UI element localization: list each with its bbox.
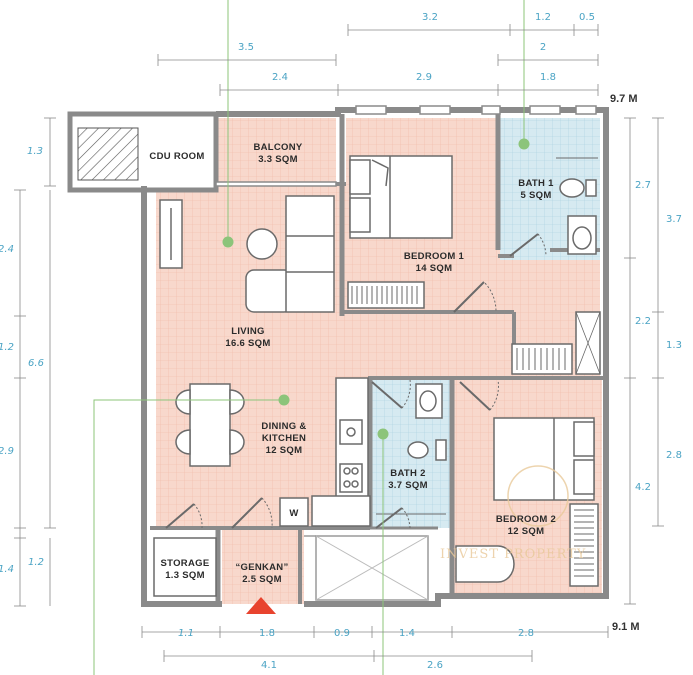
furniture [153, 155, 601, 597]
entrance-arrow [246, 597, 276, 614]
living-label: LIVING [231, 326, 264, 337]
marker-bath2 [377, 428, 389, 440]
cdu-room [67, 111, 219, 193]
sofa-chaise [245, 269, 293, 313]
dim-bottom-5: 2.8 [518, 628, 534, 639]
doors [165, 233, 547, 529]
dim-top-5: 2 [540, 42, 546, 53]
dim-bottom-2: 1.8 [259, 628, 275, 639]
dim-top-7: 2.9 [416, 72, 432, 83]
dim-right-4: 1.3 [666, 340, 682, 351]
marker-dining [278, 394, 290, 406]
dim-right-3: 2.2 [635, 316, 651, 327]
marker-living [222, 236, 234, 248]
bedroom1-label: BEDROOM 1 [404, 251, 465, 262]
dim-top-4: 3.5 [238, 42, 254, 53]
balcony-area: 3.3 SQM [258, 154, 298, 165]
dim-bottom-1: 1.1 [178, 628, 194, 639]
markers [222, 138, 530, 440]
dining-label: DINING & [261, 421, 306, 432]
dim-bottom-3: 0.9 [334, 628, 350, 639]
wardrobe-1 [347, 281, 425, 309]
overall-width-bottom: 9.1 M [612, 621, 640, 633]
dimension-lines [14, 24, 664, 662]
dim-left-1: 1.3 [27, 146, 43, 157]
toilet-2 [407, 441, 429, 459]
dim-top-3: 0.5 [579, 12, 595, 23]
dim-right-5: 2.8 [666, 450, 682, 461]
dim-bottom-4: 1.4 [399, 628, 415, 639]
cdu-room-label: CDU ROOM [149, 151, 204, 162]
kitchen-label: KITCHEN [262, 433, 306, 444]
bedroom2-area: 12 SQM [508, 526, 545, 537]
toilet-1 [559, 178, 585, 198]
dim-top-8: 1.8 [540, 72, 556, 83]
storage-label: STORAGE [161, 558, 210, 569]
desk-chair [455, 545, 515, 583]
genkan-area: 2.5 SQM [242, 574, 282, 585]
genkan-label: “GENKAN” [235, 562, 288, 573]
dim-right-6: 4.2 [635, 482, 651, 493]
watermark: INVEST PROPERTY [440, 465, 586, 562]
washer [279, 497, 309, 527]
wardrobe-2 [569, 503, 599, 587]
sofa [285, 195, 335, 313]
dining-table [189, 383, 231, 467]
storage-box [153, 537, 217, 597]
dim-right-1: 2.7 [635, 180, 651, 191]
bedroom2-label: BEDROOM 2 [496, 514, 556, 525]
marker-leaders [93, 0, 525, 675]
storage-area: 1.3 SQM [165, 570, 205, 581]
windows [215, 105, 597, 187]
coffee-table [246, 228, 278, 260]
dim-bottom-7: 2.6 [427, 660, 443, 671]
dim-left-5: 2.9 [0, 446, 14, 457]
bath1-area: 5 SQM [520, 190, 551, 201]
dim-left-4: 6.6 [28, 358, 44, 369]
dim-left-6: 1.2 [28, 557, 44, 568]
bath1-label: BATH 1 [518, 178, 554, 189]
bath2-area: 3.7 SQM [388, 480, 428, 491]
entrance-area [304, 535, 429, 601]
dim-top-6: 2.4 [272, 72, 288, 83]
overall-width-top: 9.7 M [610, 93, 638, 105]
svg-text:INVEST PROPERTY: INVEST PROPERTY [440, 547, 586, 562]
living-area: 16.6 SQM [225, 338, 270, 349]
wardrobe-hall [511, 343, 573, 375]
dim-bottom-6: 4.1 [261, 660, 277, 671]
dim-right-2: 3.7 [666, 214, 682, 225]
dim-left-3: 1.2 [0, 342, 14, 353]
balcony-label: BALCONY [253, 142, 302, 153]
dim-left-2: 2.4 [0, 244, 14, 255]
dim-left-7: 1.4 [0, 564, 14, 575]
dining-area: 12 SQM [266, 445, 303, 456]
dimension-labels: 3.2 1.2 0.5 3.5 2 2.4 2.9 1.8 1.1 1.8 0.… [0, 12, 682, 671]
dim-top-1: 3.2 [422, 12, 438, 23]
washer-label: W [289, 508, 298, 519]
dim-top-2: 1.2 [535, 12, 551, 23]
room-labels: CDU ROOM BALCONY 3.3 SQM BEDROOM 1 14 SQ… [149, 142, 556, 585]
bedroom1-area: 14 SQM [416, 263, 453, 274]
marker-bath1 [518, 138, 530, 150]
bath2-label: BATH 2 [390, 468, 425, 479]
